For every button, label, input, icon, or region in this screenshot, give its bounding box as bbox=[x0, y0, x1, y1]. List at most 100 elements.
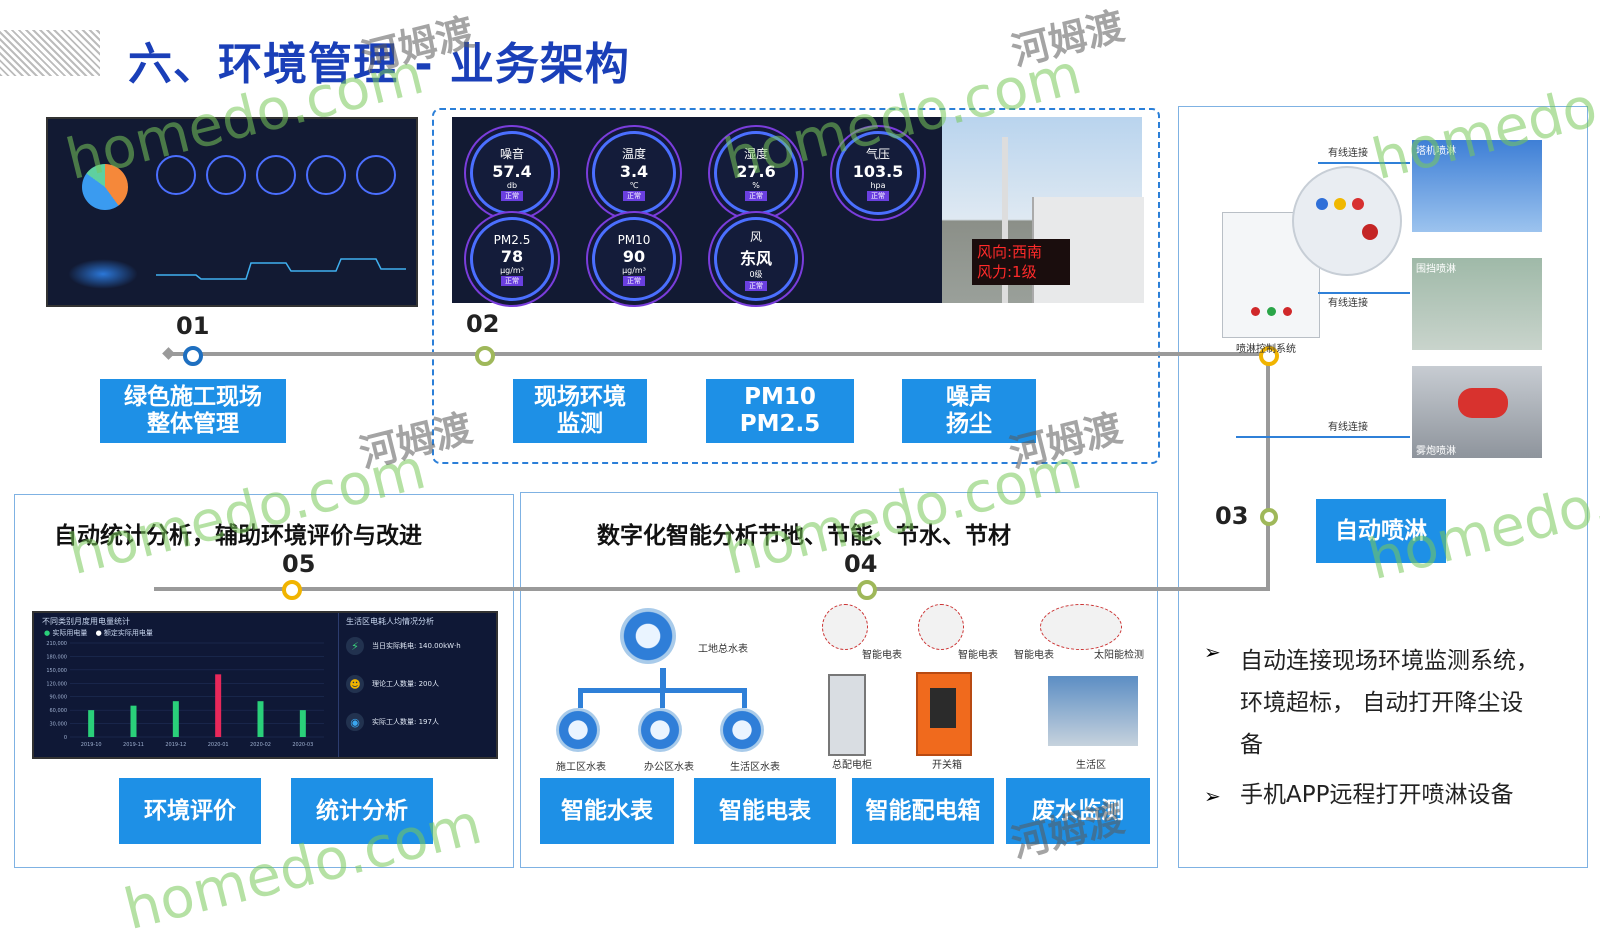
node-01 bbox=[183, 346, 203, 366]
living-water-label: 生活区水表 bbox=[730, 762, 780, 773]
bar bbox=[130, 705, 137, 737]
env-monitor-button[interactable]: 现场环境 监测 bbox=[513, 379, 647, 443]
chart-right-divider bbox=[338, 613, 339, 757]
control-panel-zoom bbox=[1292, 166, 1402, 276]
switch-box-label: 开关箱 bbox=[932, 760, 962, 771]
cabinet-button-red2 bbox=[1283, 307, 1292, 316]
legend-swatch-1: ● bbox=[44, 629, 51, 637]
stat-section-box bbox=[14, 494, 514, 868]
pm-button[interactable]: PM10 PM2.5 bbox=[706, 379, 854, 443]
zoom-button-yellow bbox=[1334, 198, 1346, 210]
main-dist-cabinet bbox=[828, 674, 866, 756]
wired-label-1: 有线连接 bbox=[1328, 148, 1368, 159]
y-tick-label: 180,000 bbox=[46, 654, 67, 660]
elec-meter-3-label: 智能电表 bbox=[1014, 650, 1054, 661]
bar-chart-svg: 210,000 180,000 150,000 120,000 90,000 60,000… bbox=[46, 641, 324, 748]
x-tick-label: 2020-03 bbox=[292, 742, 313, 748]
elec-meter-1-icon bbox=[822, 604, 868, 650]
y-tick-label: 90,000 bbox=[50, 695, 68, 701]
wired-label-3: 有线连接 bbox=[1328, 422, 1368, 433]
green-site-button[interactable]: 绿色施工现场 整体管理 bbox=[100, 379, 286, 443]
y-tick-label: 30,000 bbox=[50, 722, 68, 728]
pie-chart-icon bbox=[82, 164, 128, 210]
bullet-text-2: 手机APP远程打开喷淋设备 bbox=[1240, 782, 1514, 808]
dashboard-screenshot bbox=[46, 117, 418, 307]
mini-gauge-row bbox=[156, 155, 406, 195]
env-eval-button[interactable]: 环境评价 bbox=[119, 778, 261, 844]
page-title: 六、环境管理 - 业务架构 bbox=[128, 39, 630, 90]
living-water-meter-icon bbox=[720, 708, 764, 752]
zoom-button-blue bbox=[1316, 198, 1328, 210]
monitor-pole bbox=[1002, 137, 1008, 303]
bar bbox=[299, 710, 306, 737]
mini-gauge bbox=[306, 155, 346, 195]
x-tick-label: 2019-12 bbox=[165, 742, 186, 748]
stat-row-1: ⚡ 当日实际耗电: 140.00kW·h bbox=[346, 637, 461, 655]
y-tick-label: 210,000 bbox=[46, 641, 67, 647]
node-03 bbox=[1260, 508, 1278, 526]
bullet-arrow-1: ➢ bbox=[1204, 640, 1221, 664]
dashboard-hex-glow bbox=[68, 259, 138, 289]
watermark-cn-3: 河姆渡 bbox=[355, 405, 477, 477]
smart-water-meter-button[interactable]: 智能水表 bbox=[540, 778, 674, 844]
switch-box-panel bbox=[930, 688, 956, 728]
fog-cannon bbox=[1458, 388, 1508, 418]
stat-row-2: ☻ 理论工人数量: 200人 bbox=[346, 675, 439, 693]
fog-cannon-photo: 雾炮喷淋 bbox=[1412, 366, 1542, 458]
chart-title: 不同类别月度用电量统计 bbox=[42, 617, 130, 626]
track-vertical bbox=[1266, 352, 1270, 591]
spray-link-top bbox=[1318, 162, 1410, 164]
elec-meter-1-label: 智能电表 bbox=[862, 650, 902, 661]
wired-label-2: 有线连接 bbox=[1328, 298, 1368, 309]
bar bbox=[88, 710, 95, 737]
y-tick-label: 150,000 bbox=[46, 668, 67, 674]
track-top bbox=[172, 352, 1274, 356]
worker-icon: ☻ bbox=[346, 675, 364, 693]
construction-water-meter-icon bbox=[556, 708, 600, 752]
stat-analysis-button[interactable]: 统计分析 bbox=[291, 778, 433, 844]
node-05 bbox=[282, 580, 302, 600]
bullet-text-1: 自动连接现场环境监测系统， 环境超标， 自动打开降尘设 备 bbox=[1240, 648, 1539, 758]
water-branch-right bbox=[742, 688, 747, 708]
cabinet-button-red bbox=[1251, 307, 1260, 316]
step-number-04: 04 bbox=[844, 550, 878, 578]
smart-dist-box-button[interactable]: 智能配电箱 bbox=[852, 778, 994, 844]
office-water-label: 办公区水表 bbox=[644, 762, 694, 773]
smart-elec-meter-button[interactable]: 智能电表 bbox=[694, 778, 836, 844]
led-sign: 风向:西南风力:1级 bbox=[972, 239, 1070, 285]
water-branch-left bbox=[578, 688, 583, 708]
zoom-button-red bbox=[1352, 198, 1364, 210]
waste-water-button[interactable]: 废水监测 bbox=[1006, 778, 1150, 844]
y-tick-label: 120,000 bbox=[46, 681, 67, 687]
office-water-meter-icon bbox=[638, 708, 682, 752]
digital-section-box bbox=[520, 492, 1158, 868]
y-tick-label: 60,000 bbox=[50, 708, 68, 714]
noise-dust-button[interactable]: 噪声 扬尘 bbox=[902, 379, 1036, 443]
living-area-label: 生活区 bbox=[1076, 760, 1106, 771]
x-tick-label: 2019-11 bbox=[123, 742, 144, 748]
construction-water-label: 施工区水表 bbox=[556, 762, 606, 773]
step-number-01: 01 bbox=[176, 312, 210, 340]
living-area-photo bbox=[1048, 676, 1138, 746]
solar-detect-label: 太阳能检测 bbox=[1094, 650, 1144, 661]
switch-box bbox=[916, 672, 972, 756]
auto-spray-button[interactable]: 自动喷淋 bbox=[1316, 499, 1446, 563]
mini-gauge bbox=[256, 155, 296, 195]
elec-meter-3-icon bbox=[1040, 604, 1122, 650]
main-water-label: 工地总水表 bbox=[698, 644, 748, 655]
chart-right-title: 生活区电耗人均情况分析 bbox=[346, 617, 434, 626]
digital-title: 数字化智能分析节地、节能、节水、节材 bbox=[597, 523, 1011, 549]
fence-spray-photo: 围挡喷淋 bbox=[1412, 258, 1542, 350]
auto-stat-title: 自动统计分析，辅助环境评价与改进 bbox=[54, 523, 422, 549]
location-icon: ◉ bbox=[346, 713, 364, 731]
node-03-top bbox=[1259, 346, 1279, 366]
mini-gauge bbox=[356, 155, 396, 195]
